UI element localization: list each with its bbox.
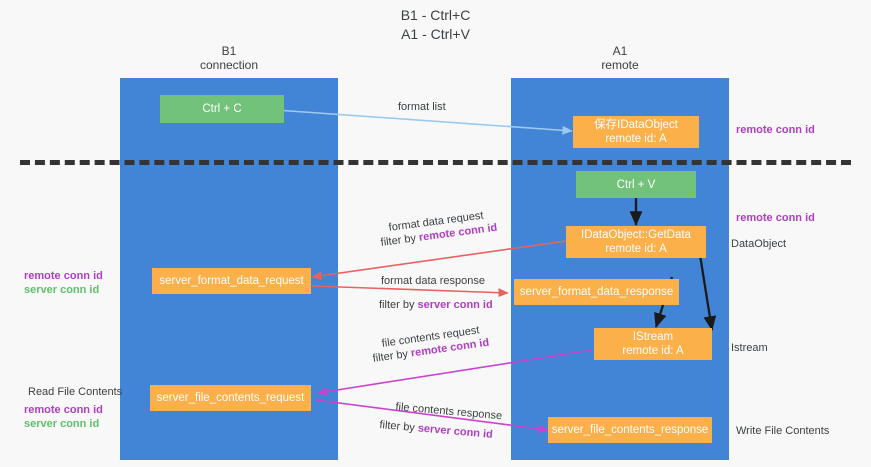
side-label-write-file-contents: Write File Contents — [736, 424, 829, 438]
page-title: B1 - Ctrl+C A1 - Ctrl+V — [0, 6, 871, 44]
node-server-file-contents-request[interactable]: server_file_contents_request — [150, 385, 311, 411]
title-line-1: B1 - Ctrl+C — [400, 7, 471, 23]
side-label-istream: Istream — [731, 341, 768, 355]
arrow-label-format-data-response: format data response — [381, 275, 485, 287]
side-label-dataobject: DataObject — [731, 237, 786, 251]
side-label-right-top: remote conn id — [736, 123, 815, 137]
arrow-label-file-contents-response: file contents response — [394, 401, 503, 423]
arrow-label-fcres-filter-key: server conn id — [417, 422, 494, 441]
node-istream[interactable]: IStream remote id: A — [594, 328, 712, 360]
side-label-right-top-remote: remote conn id — [736, 124, 815, 136]
side-label-dataobject-text: DataObject — [731, 238, 787, 250]
node-istream-sub: remote id: A — [622, 345, 684, 357]
title-line-2: A1 - Ctrl+V — [401, 26, 470, 42]
side-label-left-mid-remote: remote conn id — [24, 270, 103, 282]
node-fmt-resp-title: server_format_data_response — [519, 286, 674, 298]
node-idataobject-getdata[interactable]: IDataObject::GetData remote id: A — [566, 226, 706, 258]
node-ctrl-c-title: Ctrl + C — [202, 103, 242, 115]
side-label-write-file-text: Write File Contents — [736, 425, 830, 437]
side-label-left-bot-server: server conn id — [24, 418, 100, 430]
lane-header-a1-name: A1 — [612, 44, 628, 58]
node-idataobject-title: 保存IDataObject — [594, 119, 678, 131]
node-ctrl-v[interactable]: Ctrl + V — [576, 171, 696, 198]
side-label-read-file-contents: Read File Contents — [28, 385, 122, 399]
node-idataobject-sub: remote id: A — [605, 133, 667, 145]
side-label-left-mid: remote conn id server conn id — [24, 269, 103, 297]
side-label-right-mid: remote conn id — [736, 211, 815, 225]
node-server-format-data-request[interactable]: server_format_data_request — [152, 268, 311, 294]
side-label-left-mid-server: server conn id — [24, 284, 100, 296]
arrow-label-fdres-filter-pre: filter by — [379, 299, 418, 311]
node-server-file-contents-response[interactable]: server_file_contents_response — [548, 417, 712, 443]
node-getdata-title: IDataObject::GetData — [581, 229, 691, 241]
node-idataobject[interactable]: 保存IDataObject remote id: A — [573, 116, 699, 148]
lane-header-a1: A1 remote — [511, 44, 729, 72]
node-ctrl-c[interactable]: Ctrl + C — [160, 95, 284, 123]
node-file-resp-title: server_file_contents_response — [551, 424, 709, 436]
side-label-right-mid-remote: remote conn id — [736, 212, 815, 224]
node-server-format-data-response[interactable]: server_format_data_response — [514, 279, 679, 305]
arrow-label-fcres-filter-pre: filter by — [378, 419, 419, 435]
arrow-label-fcr-filter-pre: filter by — [372, 347, 412, 365]
lane-header-b1: B1 connection — [120, 44, 338, 72]
lane-header-b1-name: B1 — [221, 44, 237, 58]
lane-header-b1-role: connection — [199, 58, 259, 72]
side-label-left-bottom: remote conn id server conn id — [24, 403, 103, 431]
arrow-label-format-list: format list — [398, 101, 446, 113]
arrow-label-format-data-response-filter: filter by server conn id — [379, 299, 493, 311]
arrow-label-fdres-filter-key: server conn id — [417, 299, 493, 311]
node-file-req-title: server_file_contents_request — [156, 392, 305, 404]
node-istream-title: IStream — [632, 331, 674, 343]
side-label-istream-text: Istream — [731, 342, 768, 354]
lane-header-a1-role: remote — [601, 58, 639, 72]
arrow-label-file-contents-response-filter: filter by server conn id — [379, 419, 493, 441]
side-label-left-bot-remote: remote conn id — [24, 404, 103, 416]
node-ctrl-v-title: Ctrl + V — [616, 178, 656, 191]
node-fmt-req-title: server_format_data_request — [159, 275, 304, 287]
node-getdata-sub: remote id: A — [605, 243, 667, 255]
arrow-label-fdr-filter-pre: filter by — [380, 231, 420, 249]
phase-separator — [20, 160, 851, 165]
arrow-format-data-response — [311, 285, 509, 298]
side-label-read-file-text: Read File Contents — [28, 386, 123, 398]
